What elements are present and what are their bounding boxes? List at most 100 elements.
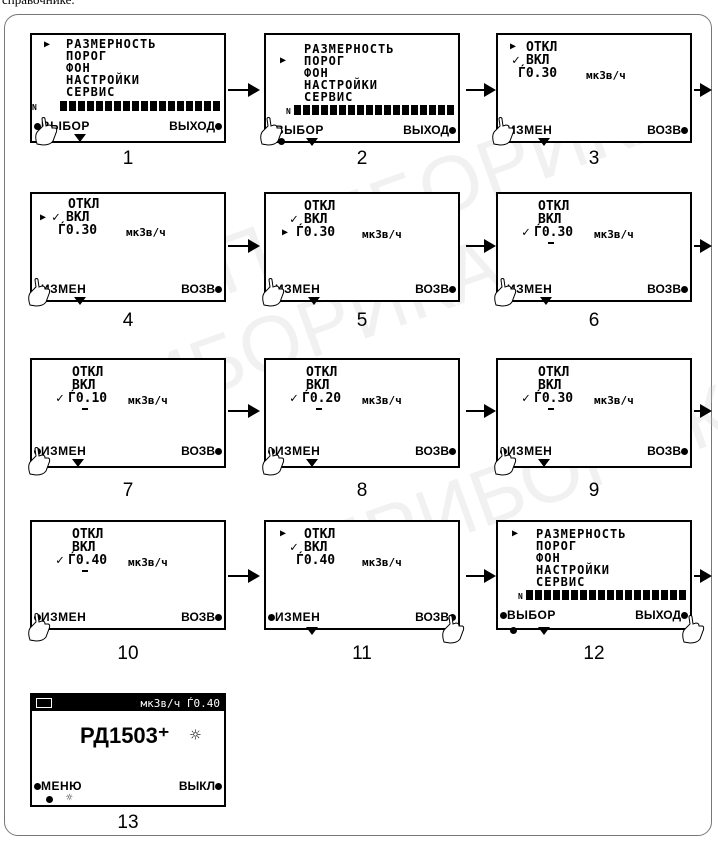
back-softkey[interactable]: ВОЗВ <box>647 444 688 458</box>
step-number: 11 <box>264 643 460 665</box>
flow-arrow <box>694 245 710 247</box>
scroll-bar <box>526 590 686 600</box>
threshold-value: Ѓ0.20 <box>302 392 341 405</box>
back-softkey[interactable]: ВОЗВ <box>181 282 222 296</box>
hand-pointer-icon <box>26 277 52 307</box>
step-number: 5 <box>264 310 460 332</box>
step-number: 10 <box>30 643 226 665</box>
check-icon: ✓ <box>56 392 64 405</box>
down-arrow-icon <box>74 134 86 142</box>
hand-pointer-icon <box>260 277 286 307</box>
hand-pointer-icon <box>26 612 52 642</box>
screen-13: мкЗв/ч Ѓ0.40 РД1503⁺ ☼ МЕНЮ ВЫКЛ ☼ <box>30 693 226 807</box>
down-arrow-icon <box>306 627 318 635</box>
step-number: 12 <box>496 643 692 665</box>
exit-softkey[interactable]: ВЫХОД <box>169 119 222 133</box>
step-number: 6 <box>496 310 692 332</box>
hand-pointer-icon <box>440 614 466 644</box>
scroll-bar <box>60 101 220 111</box>
hand-pointer-icon <box>680 614 706 644</box>
screen-9: ОТКЛ ВКЛ ✓ Ѓ0.30 мкЗв/ч ИЗМЕН ВОЗВ <box>496 358 692 468</box>
exit-softkey[interactable]: ВЫХОД <box>403 123 456 137</box>
back-softkey[interactable]: ВОЗВ <box>415 444 456 458</box>
cursor-icon: ▶ <box>280 528 286 539</box>
digit-underline <box>82 570 88 572</box>
select-softkey[interactable]: ВЫБОР <box>500 608 556 622</box>
threshold-value: Ѓ0.30 <box>518 67 557 80</box>
bar-label: N <box>286 107 291 116</box>
digit-underline <box>82 408 88 410</box>
screen-5: ОТКЛ ✓ ВКЛ ▶ Ѓ0.30 мкЗв/ч ИЗМЕН ВОЗВ <box>264 192 460 302</box>
threshold-value: Ѓ0.30 <box>58 224 97 237</box>
device-name: РД1503⁺ <box>80 723 170 749</box>
check-icon: ✓ <box>56 554 64 567</box>
flow-arrow <box>466 410 494 412</box>
down-arrow-icon <box>308 297 320 305</box>
screen-6: ОТКЛ ВКЛ ✓ Ѓ0.30 мкЗв/ч ИЗМЕН ВОЗВ <box>496 192 692 302</box>
bar-label: N <box>32 103 37 112</box>
screen-10: ОТКЛ ВКЛ ✓ Ѓ0.40 мкЗв/ч ИЗМЕН ВОЗВ <box>30 520 226 630</box>
digit-underline <box>548 408 554 410</box>
unit-label: мкЗв/ч <box>362 556 402 569</box>
screen-4: ОТКЛ ▶ ✓ ВКЛ Ѓ0.30 мкЗв/ч ИЗМЕН ВОЗВ <box>30 192 226 302</box>
cursor-icon: ▶ <box>280 55 286 66</box>
flow-arrow <box>228 575 258 577</box>
back-softkey[interactable]: ВОЗВ <box>647 282 688 296</box>
hand-pointer-icon <box>492 277 518 307</box>
unit-label: мкЗв/ч <box>362 394 402 407</box>
step-number: 4 <box>30 310 226 332</box>
menu-item: СЕРВИС <box>304 91 353 103</box>
step-number: 9 <box>496 480 692 502</box>
down-arrow-icon <box>538 459 550 467</box>
threshold-value: Ѓ0.10 <box>68 392 107 405</box>
change-softkey[interactable]: ИЗМЕН <box>268 610 320 624</box>
threshold-value: Ѓ0.30 <box>296 226 335 239</box>
screen-11: ▶ ОТКЛ ✓ ВКЛ Ѓ0.40 мкЗв/ч ИЗМЕН ВОЗВ <box>264 520 460 630</box>
hand-pointer-icon <box>492 446 518 476</box>
digit-underline <box>548 242 554 244</box>
back-softkey[interactable]: ВОЗВ <box>181 610 222 624</box>
unit-label: мкЗв/ч <box>586 69 626 82</box>
step-number: 13 <box>30 812 226 834</box>
threshold-value: Ѓ0.40 <box>68 554 107 567</box>
cursor-icon: ▶ <box>40 212 46 223</box>
step-number: 3 <box>496 148 692 170</box>
check-icon: ✓ <box>522 226 530 239</box>
screen-12: ▶ РАЗМЕРНОСТЬ ПОРОГ ФОН НАСТРОЙКИ СЕРВИС… <box>496 520 692 630</box>
threshold-value: Ѓ0.30 <box>534 392 573 405</box>
flow-arrow <box>694 89 710 91</box>
cursor-icon: ▶ <box>282 227 288 238</box>
flow-arrow <box>466 575 494 577</box>
flow-arrow <box>466 89 494 91</box>
step-number: 2 <box>264 148 460 170</box>
back-softkey[interactable]: ВОЗВ <box>647 123 688 137</box>
backlight-icon: ☼ <box>66 791 73 804</box>
menu-softkey[interactable]: МЕНЮ <box>34 779 82 793</box>
menu-item: СЕРВИС <box>536 576 585 588</box>
off-softkey[interactable]: ВЫКЛ <box>179 779 222 793</box>
cursor-icon: ▶ <box>510 41 516 52</box>
bar-label: N <box>518 592 523 601</box>
screen-1: ▶ РАЗМЕРНОСТЬ ПОРОГ ФОН НАСТРОЙКИ СЕРВИС… <box>30 33 226 143</box>
unit-label: мкЗв/ч <box>594 394 634 407</box>
screen-8: ОТКЛ ВКЛ ✓ Ѓ0.20 мкЗв/ч ИЗМЕН ВОЗВ <box>264 358 460 468</box>
down-arrow-icon <box>540 297 552 305</box>
cursor-icon: ▶ <box>44 39 50 50</box>
header-text: справочнике. <box>2 0 75 8</box>
status-text: мкЗв/ч Ѓ0.40 <box>141 697 220 710</box>
hand-pointer-icon <box>33 116 59 146</box>
flow-arrow <box>694 410 710 412</box>
down-arrow-icon <box>538 138 550 146</box>
screen-2: ▶ РАЗМЕРНОСТЬ ПОРОГ ФОН НАСТРОЙКИ СЕРВИС… <box>264 33 460 143</box>
digit-underline <box>316 408 322 410</box>
unit-label: мкЗв/ч <box>362 228 402 241</box>
screen-7: ОТКЛ ВКЛ ✓ Ѓ0.10 мкЗв/ч ИЗМЕН ВОЗВ <box>30 358 226 468</box>
back-softkey[interactable]: ВОЗВ <box>181 444 222 458</box>
back-softkey[interactable]: ВОЗВ <box>415 282 456 296</box>
cursor-icon: ▶ <box>512 528 518 539</box>
down-arrow-icon <box>306 459 318 467</box>
threshold-value: Ѓ0.40 <box>296 554 335 567</box>
scroll-bar <box>294 105 454 115</box>
button-dot <box>46 796 53 803</box>
unit-label: мкЗв/ч <box>126 226 166 239</box>
